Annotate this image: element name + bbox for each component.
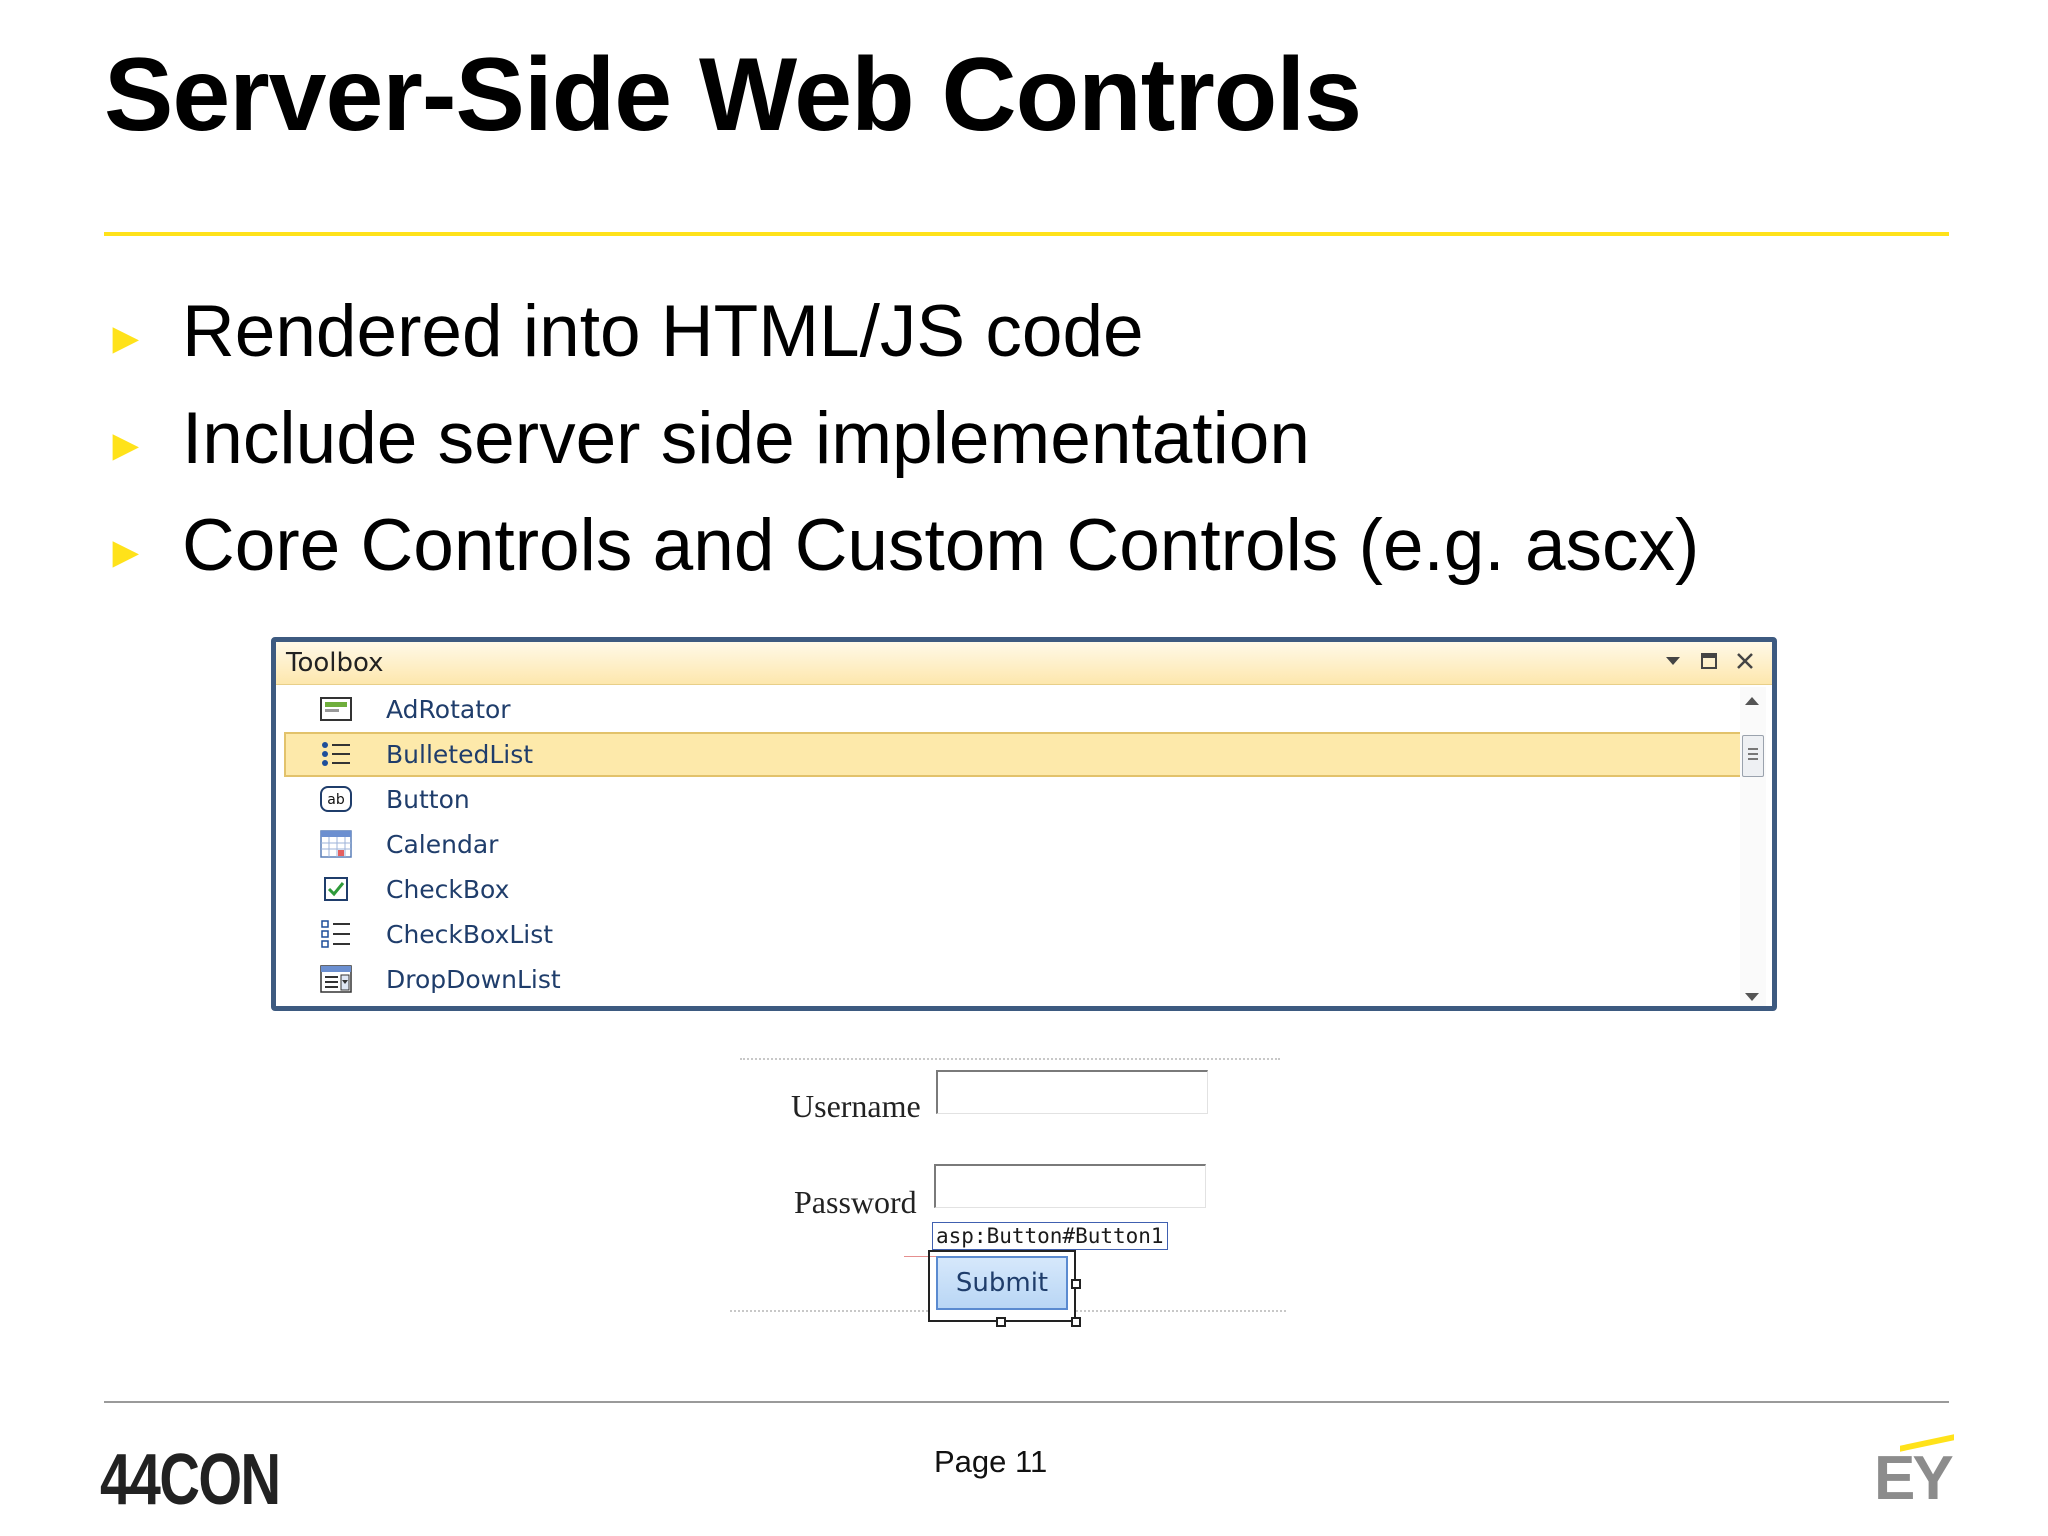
company-logo: EY [1874, 1444, 1954, 1513]
password-field[interactable] [934, 1164, 1206, 1208]
toolbox-item-checkbox[interactable]: CheckBox [284, 867, 1744, 912]
toolbox-item-bulletedlist[interactable]: BulletedList [284, 732, 1744, 777]
toolbox-item-label: BulletedList [386, 740, 534, 769]
designer-bottom-guide [730, 1310, 928, 1312]
toolbox-item-label: CheckBoxList [386, 920, 554, 949]
conference-logo: 44CON [100, 1440, 281, 1520]
resize-handle[interactable] [996, 1317, 1006, 1327]
toolbox-item-label: AdRotator [386, 695, 511, 724]
designer-top-guide [740, 1058, 1280, 1060]
bullet-text: Include server side implementation [182, 398, 1311, 479]
toolbox-title: Toolbox [286, 648, 384, 678]
toolbox-window: Toolbox AdRotator BulletedList [271, 637, 1777, 1011]
checkbox-list-icon [319, 920, 353, 948]
toolbox-item-partial [284, 1000, 1744, 1006]
toolbox-item-label: CheckBox [386, 875, 510, 904]
bullet-list: ► Rendered into HTML/JS code ► Include s… [104, 278, 1699, 599]
bulleted-list-icon [319, 740, 353, 768]
password-label: Password [794, 1184, 917, 1220]
form-designer: Username Password asp:Button#Button1 Sub… [730, 1058, 1290, 1338]
footer-divider [104, 1401, 1949, 1403]
toolbox-item-label: DropDownList [386, 965, 561, 994]
toolbox-window-buttons [1662, 646, 1756, 676]
bullet-arrow-icon: ► [104, 420, 148, 470]
bullet-item: ► Rendered into HTML/JS code [104, 278, 1699, 385]
bullet-arrow-icon: ► [104, 527, 148, 577]
fileupload-icon [319, 1000, 353, 1006]
control-tag-label: asp:Button#Button1 [932, 1222, 1168, 1250]
toolbox-scrollbar[interactable] [1740, 687, 1766, 1006]
scroll-up-arrow-icon[interactable] [1745, 697, 1759, 705]
page-number: Page 11 [934, 1444, 1048, 1479]
close-icon[interactable] [1734, 646, 1756, 676]
toolbox-item-dropdownlist[interactable]: DropDownList [284, 957, 1744, 1002]
dropdown-list-icon [319, 965, 353, 993]
checkbox-icon [319, 875, 353, 903]
scroll-down-arrow-icon[interactable] [1745, 993, 1759, 1001]
title-divider [104, 232, 1949, 236]
toolbox-item-label: Button [386, 785, 470, 814]
slide-title: Server-Side Web Controls [104, 37, 1362, 153]
adrotator-icon [319, 695, 353, 723]
bullet-item: ► Include server side implementation [104, 385, 1699, 492]
maximize-icon[interactable] [1698, 646, 1720, 676]
bullet-item: ► Core Controls and Custom Controls (e.g… [104, 492, 1699, 599]
toolbox-item-label: Calendar [386, 830, 499, 859]
username-label: Username [791, 1088, 921, 1124]
submit-button[interactable]: Submit [936, 1256, 1068, 1310]
toolbox-item-button[interactable]: ab Button [284, 777, 1744, 822]
toolbox-item-adrotator[interactable]: AdRotator [284, 687, 1744, 732]
designer-bottom-guide [1076, 1310, 1286, 1312]
toolbox-item-checkboxlist[interactable]: CheckBoxList [284, 912, 1744, 957]
bullet-arrow-icon: ► [104, 313, 148, 363]
dropdown-arrow-icon[interactable] [1662, 646, 1684, 676]
toolbox-item-list: AdRotator BulletedList ab Button Calenda… [284, 687, 1744, 1006]
bullet-text: Core Controls and Custom Controls (e.g. … [182, 505, 1700, 586]
toolbox-item-calendar[interactable]: Calendar [284, 822, 1744, 867]
button-ab-icon: ab [319, 785, 353, 813]
scroll-thumb[interactable] [1742, 735, 1764, 777]
svg-text:ab: ab [327, 792, 345, 808]
bullet-text: Rendered into HTML/JS code [182, 291, 1144, 372]
resize-handle[interactable] [1071, 1279, 1081, 1289]
calendar-icon [319, 830, 353, 858]
resize-handle[interactable] [1071, 1317, 1081, 1327]
username-field[interactable] [936, 1070, 1208, 1114]
toolbox-header: Toolbox [276, 642, 1772, 685]
